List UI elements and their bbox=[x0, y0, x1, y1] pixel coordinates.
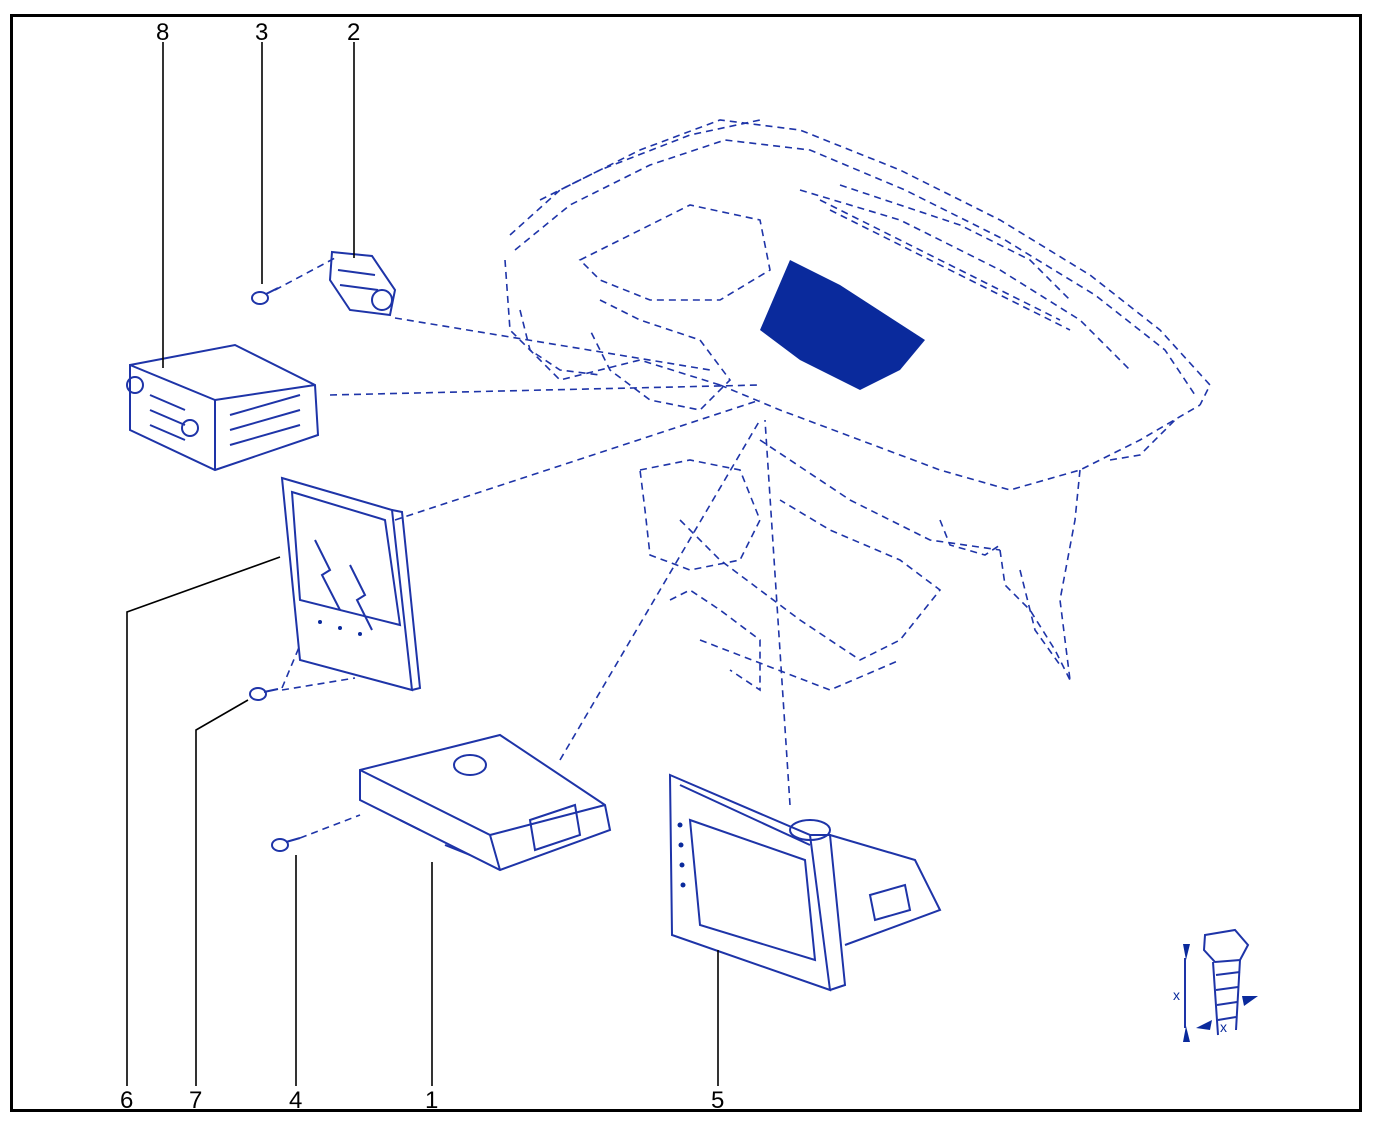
multimedia-unit-component bbox=[668, 773, 942, 992]
dashboard-screen-icon bbox=[760, 260, 925, 390]
callout-4: 4 bbox=[289, 1087, 302, 1114]
callout-3: 3 bbox=[255, 19, 268, 46]
dashboard-assembly bbox=[504, 119, 1211, 692]
callout-8: 8 bbox=[156, 19, 169, 46]
module-component bbox=[328, 250, 397, 317]
receiver-box-component bbox=[359, 733, 612, 872]
callout-1: 1 bbox=[425, 1087, 438, 1114]
callout-2: 2 bbox=[347, 19, 360, 46]
callout-5: 5 bbox=[711, 1087, 724, 1114]
callout-leaders bbox=[126, 42, 719, 1086]
torque-x-vertical-label: x bbox=[1173, 987, 1180, 1003]
screw-7-component bbox=[249, 687, 279, 701]
radio-unit-component bbox=[126, 343, 320, 472]
diagram-frame bbox=[10, 14, 1362, 1112]
assembly-leaders bbox=[274, 257, 791, 839]
screw-3-component bbox=[251, 287, 279, 305]
callout-7: 7 bbox=[189, 1087, 202, 1114]
display-screen-component bbox=[280, 476, 422, 692]
torque-x-horizontal-label: x bbox=[1220, 1019, 1227, 1035]
torque-symbol: x x bbox=[1173, 928, 1258, 1042]
screw-4-component bbox=[271, 837, 301, 852]
callout-6: 6 bbox=[120, 1087, 133, 1114]
